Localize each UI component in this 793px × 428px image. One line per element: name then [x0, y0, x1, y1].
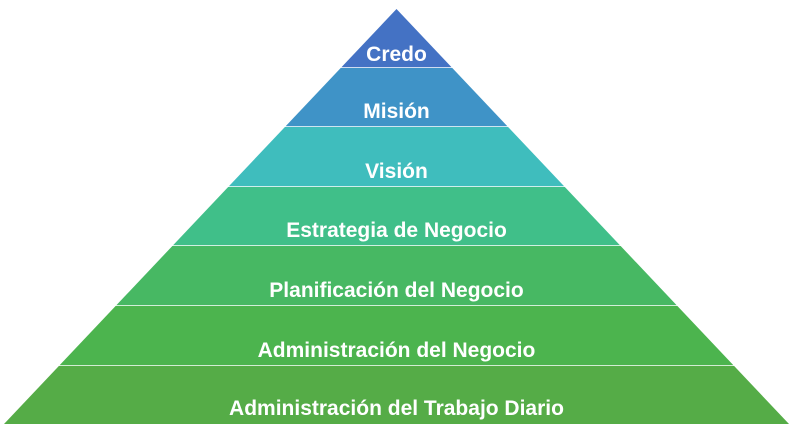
- pyramid-level-label: Visión: [365, 160, 428, 183]
- pyramid-level-administracion-del-trabajo-diario: [4, 366, 789, 424]
- pyramid-level-label: Estrategia de Negocio: [286, 219, 507, 242]
- pyramid-level-label: Administración del Trabajo Diario: [229, 397, 564, 420]
- pyramid-level-mision: [284, 68, 509, 127]
- pyramid-level-estrategia-de-negocio: [172, 187, 621, 246]
- pyramid-level-planificacion-del-negocio: [115, 246, 678, 306]
- pyramid-level-label: Credo: [366, 43, 427, 66]
- pyramid-level-credo: [340, 9, 453, 68]
- pyramid-level-label: Administración del Negocio: [258, 339, 536, 362]
- pyramid-level-label: Misión: [363, 100, 430, 123]
- pyramid-level-vision: [228, 127, 565, 187]
- pyramid-level-label: Planificación del Negocio: [269, 279, 523, 302]
- pyramid-bands: [4, 9, 789, 424]
- pyramid-level-administracion-del-negocio: [58, 306, 735, 366]
